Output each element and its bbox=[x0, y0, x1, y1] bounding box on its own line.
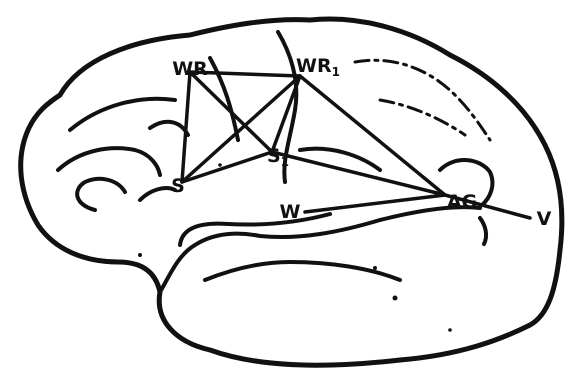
node-label-wr: WR bbox=[172, 58, 208, 80]
precentral-sulcus bbox=[210, 58, 238, 140]
frontal-sulcus-arc bbox=[150, 122, 188, 135]
speck bbox=[448, 328, 452, 332]
speck bbox=[393, 296, 398, 301]
frontal-gyrus-loop bbox=[77, 179, 125, 210]
occipital-notch bbox=[480, 218, 486, 244]
edge-s-s1 bbox=[182, 152, 272, 182]
connection-lines bbox=[182, 72, 530, 218]
node-label-w: W bbox=[280, 201, 301, 223]
speck bbox=[138, 253, 142, 257]
node-label-v: V bbox=[537, 208, 552, 230]
temporal-sulcus-lower bbox=[205, 262, 400, 280]
frontal-gyrus-inner bbox=[140, 188, 175, 200]
node-label-wr1: WR1 bbox=[296, 55, 340, 79]
parietal-sulcus bbox=[355, 60, 490, 140]
node-label-s: S bbox=[171, 175, 185, 197]
speck bbox=[218, 163, 222, 167]
brain-outline bbox=[21, 19, 562, 365]
superior-temporal-sulcus bbox=[300, 149, 380, 170]
intraparietal-sulcus bbox=[380, 100, 465, 135]
speck bbox=[373, 266, 377, 270]
frontal-gyrus-lower bbox=[58, 148, 160, 175]
node-label-ag: AG bbox=[447, 191, 477, 213]
